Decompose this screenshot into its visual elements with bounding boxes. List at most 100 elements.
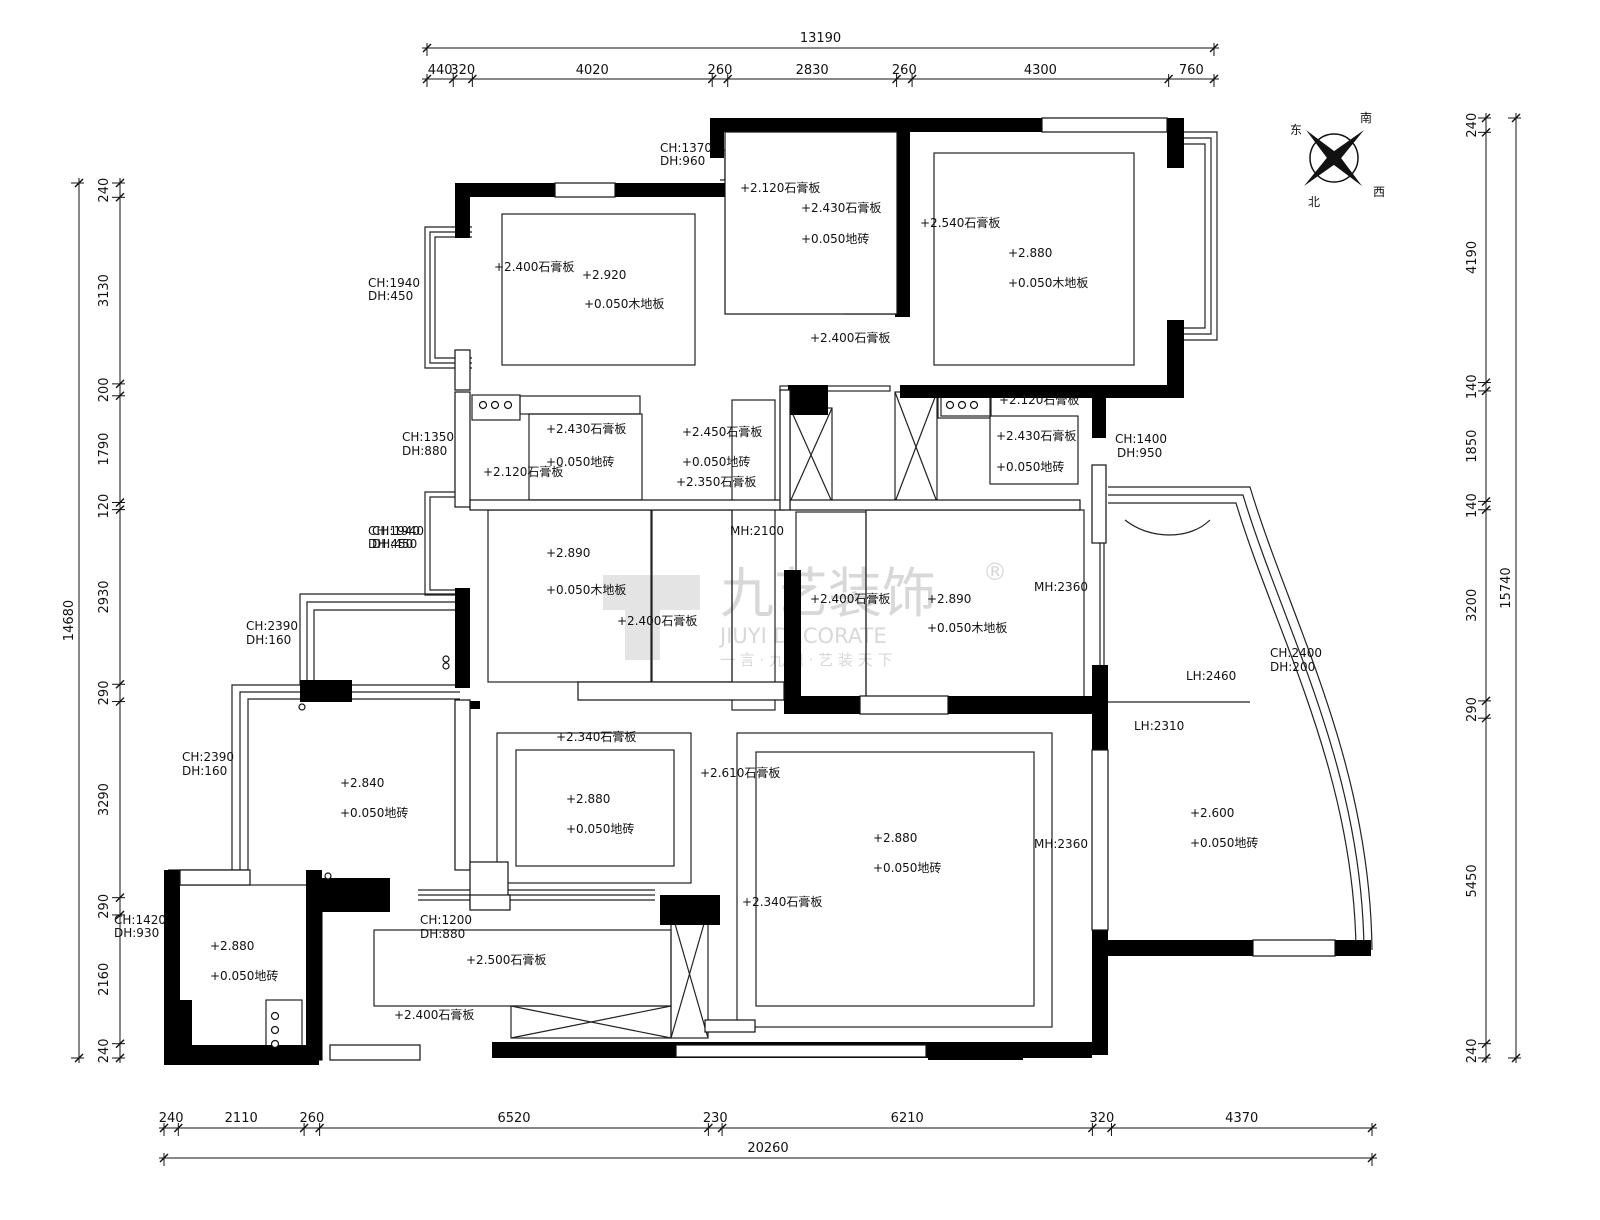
floor-level: +0.050木地板 [584,297,664,311]
floor-level: +0.050木地板 [546,583,626,597]
dim-left-label: 120 [97,494,112,519]
ceiling-height-note: CH:1350 [402,430,454,444]
pipe-icon [442,662,450,670]
gypsum-ceiling-level: +2.350石膏板 [676,474,756,489]
ceiling-height-note: CH:1940 [368,524,420,538]
dim-bottom-label: 230 [703,1111,728,1126]
dim-left-label: 3130 [97,274,112,307]
door-height-note: DH:880 [402,444,447,458]
ceiling-level: +2.880 [873,831,917,845]
mirror-height-note: MH:2360 [1034,580,1088,594]
floor-level: +0.050地砖 [546,454,614,469]
stove-burner-icon [957,400,967,410]
gypsum-ceiling-level: +2.430石膏板 [801,200,881,215]
dim-left-label: 3290 [97,783,112,816]
dim-right-label: 290 [1465,697,1480,722]
dim-left-label: 240 [97,178,112,203]
fixtures [270,400,979,1049]
gypsum-ceiling-level: +2.120石膏板 [483,464,563,479]
dim-left-label: 2930 [97,580,112,613]
level-height-note: LH:2310 [1134,719,1184,733]
door-height-note: DH:450 [368,537,413,551]
compass-ring-icon [1309,133,1359,183]
floor-level: +0.050地砖 [682,454,750,469]
dim-right-label: 140 [1465,374,1480,399]
door-height-note: DH:160 [182,764,227,778]
gypsum-ceiling-level: +2.120石膏板 [740,180,820,195]
ceiling-height-note: CH:2390 [246,619,298,633]
gypsum-ceiling-level: +2.120石膏板 [999,392,1079,407]
dim-top-label: 320 [450,63,475,78]
floor-level: +0.050地砖 [996,459,1064,474]
dim-left-label: 240 [97,1038,112,1063]
gypsum-ceiling-level: +2.540石膏板 [920,215,1000,230]
floor-level: +0.050木地板 [927,621,1007,635]
gypsum-ceiling-level: +2.340石膏板 [742,894,822,909]
gypsum-ceiling-level: +2.500石膏板 [466,952,546,967]
ceiling-height-note: CH:1200 [420,913,472,927]
gypsum-ceiling-level: +2.610石膏板 [700,765,780,780]
dim-top-label: 4020 [576,63,609,78]
stove-burner-icon [945,400,955,410]
gypsum-ceiling-level: +2.400石膏板 [810,591,890,606]
dim-right-label: 1850 [1465,430,1480,463]
compass-east: 东 [1290,123,1302,137]
dim-right-label: 140 [1465,493,1480,518]
watermark-registered: ® [983,558,1007,586]
gypsum-ceiling-level: +2.400石膏板 [617,613,697,628]
dim-bottom-label: 240 [159,1111,184,1126]
dim-left-label: 290 [97,894,112,919]
door-height-note: DH:930 [114,926,159,940]
stove-burner-icon [270,1025,280,1035]
ceiling-height-note: CH:1940 [368,276,420,290]
pipe-icon [324,872,332,880]
door-height-note: DH:200 [1270,660,1315,674]
dim-top-label: 2830 [796,63,829,78]
dim-top-label: 260 [892,63,917,78]
door-height-note: DH:960 [660,154,705,168]
wall-outlines [179,117,1336,1061]
floor-level: +0.050地砖 [566,821,634,836]
compass: 东 南 北 西 [1290,110,1385,209]
dim-bottom-label: 2110 [225,1111,258,1126]
ceiling-height-note: CH:2390 [182,750,234,764]
dim-top-total: 13190 [800,31,841,46]
dim-right-label: 240 [1465,1038,1480,1063]
gypsum-ceiling-level: +2.400石膏板 [810,330,890,345]
door-height-note: DH:880 [420,927,465,941]
door-height-note: DH:950 [1117,446,1162,460]
door-height-note: DH:450 [372,537,417,551]
gypsum-ceiling-level: +2.430石膏板 [996,428,1076,443]
pipe-icon [298,703,306,711]
dim-left-total: 14680 [62,600,77,641]
compass-south: 南 [1360,110,1372,125]
ceiling-height-note: CH:1420 [114,913,166,927]
ceiling-level: +2.880 [566,792,610,806]
ceiling-level: +2.880 [210,939,254,953]
ceiling-height-note: CH:2400 [1270,646,1322,660]
stove-burner-icon [478,400,488,410]
stove-burner-icon [270,1039,280,1049]
floor-level: +0.050地砖 [340,805,408,820]
watermark-english: JIUYI DECORATE [718,624,887,648]
ceiling-height-note: CH:1400 [1115,432,1167,446]
dim-bottom-label: 6520 [497,1111,530,1126]
dim-right-total: 15740 [1499,567,1514,608]
mirror-height-note: MH:2360 [1034,837,1088,851]
dim-top-label: 260 [708,63,733,78]
dim-right-label: 3200 [1465,589,1480,622]
ceiling-height-note: CH:1370 [660,141,712,155]
gypsum-ceiling-level: +2.400石膏板 [394,1007,474,1022]
ceiling-height-note: CH:1940 [372,524,424,538]
mirror-height-note: MH:2100 [730,524,784,538]
gypsum-ceiling-level: +2.450石膏板 [682,424,762,439]
watermark-brand: 九艺装饰 [720,562,936,625]
dim-left-label: 1790 [97,433,112,466]
ceiling-level: +2.890 [546,546,590,560]
gypsum-ceiling-level: +2.430石膏板 [546,421,626,436]
ceiling-level: +2.840 [340,776,384,790]
dim-left-label: 200 [97,377,112,402]
